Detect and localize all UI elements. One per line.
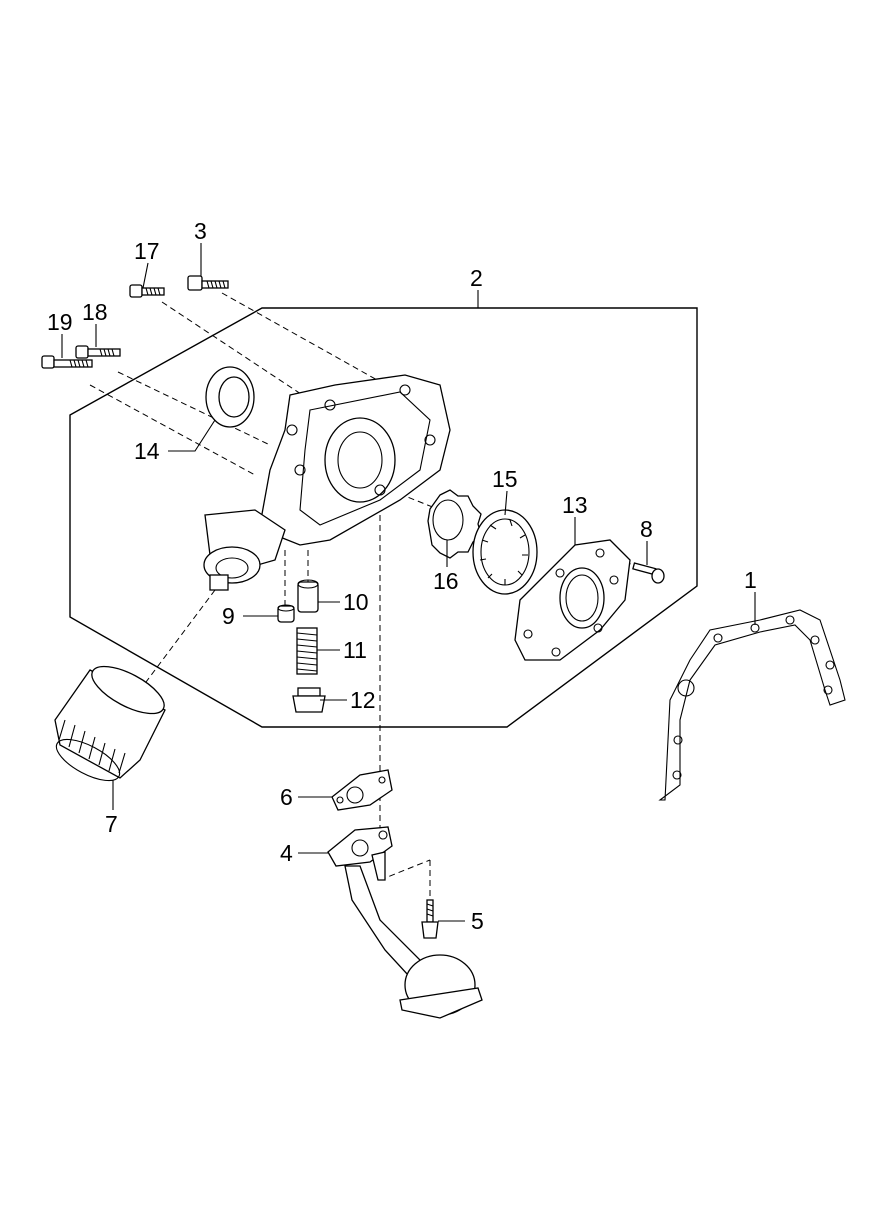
callout-14: 14 xyxy=(134,438,160,464)
relief-spring-11 xyxy=(296,627,318,675)
oil-filter-7 xyxy=(54,665,166,782)
callout-15: 15 xyxy=(492,466,518,492)
oil-pump-housing xyxy=(203,374,451,591)
callout-16: 16 xyxy=(433,568,459,594)
callout-12: 12 xyxy=(350,687,376,713)
leader-lines xyxy=(61,243,756,922)
relief-plug-12 xyxy=(292,687,326,713)
outer-rotor-15 xyxy=(472,509,538,595)
inner-rotor-16 xyxy=(427,489,482,559)
callout-11: 11 xyxy=(343,637,367,663)
callout-9: 9 xyxy=(222,603,235,629)
bolt-19 xyxy=(41,355,93,369)
callout-labels: 1 2 3 4 5 6 7 8 9 10 11 12 13 14 15 16 1… xyxy=(47,218,757,934)
oil-seal-14 xyxy=(205,366,255,428)
callout-6: 6 xyxy=(280,784,293,810)
front-case-gasket-1 xyxy=(658,609,846,801)
callout-19: 19 xyxy=(47,309,73,335)
relief-sleeve-9 xyxy=(277,604,295,623)
bolt-17 xyxy=(129,284,165,298)
bolt-5 xyxy=(421,899,439,939)
callout-2: 2 xyxy=(470,265,483,291)
callout-1: 1 xyxy=(744,567,757,593)
screw-8 xyxy=(632,562,665,584)
callout-10: 10 xyxy=(343,589,369,615)
callout-5: 5 xyxy=(471,908,484,934)
strainer-gasket-6 xyxy=(331,769,393,811)
relief-plunger-10 xyxy=(297,579,319,613)
bolt-18 xyxy=(75,345,121,359)
pump-cover-13 xyxy=(514,539,631,661)
callout-4: 4 xyxy=(280,840,293,866)
callout-7: 7 xyxy=(105,811,118,837)
callout-8: 8 xyxy=(640,516,653,542)
callout-13: 13 xyxy=(562,492,588,518)
assembly-frame xyxy=(69,307,698,728)
bolt-3 xyxy=(187,275,229,291)
callout-18: 18 xyxy=(82,299,108,325)
oil-strainer-4 xyxy=(327,826,483,1019)
callout-17: 17 xyxy=(134,238,160,264)
callout-3: 3 xyxy=(194,218,207,244)
